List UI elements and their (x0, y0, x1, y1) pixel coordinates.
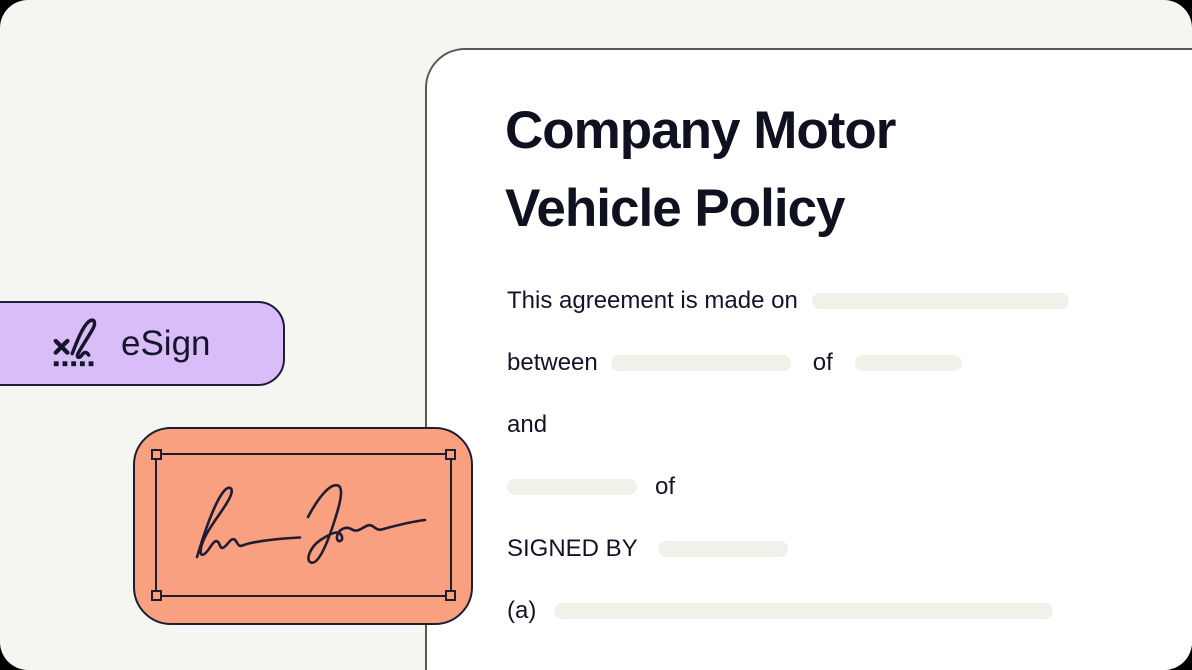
resize-handle-top-right[interactable] (445, 449, 456, 460)
esign-badge-label: eSign (121, 323, 211, 363)
resize-handle-top-left[interactable] (151, 449, 162, 460)
signature-selection-outline (151, 449, 456, 601)
document-line-5: SIGNED BY (507, 533, 788, 565)
document-line-3: and (507, 409, 547, 441)
document-title-line1: Company Motor (505, 101, 896, 160)
placeholder-field-location[interactable] (854, 355, 962, 371)
document-line-2: between of (507, 347, 962, 379)
document-line-1: This agreement is made on (507, 285, 1069, 317)
placeholder-field-signer-name[interactable] (657, 541, 788, 557)
resize-handle-bottom-left[interactable] (151, 590, 162, 601)
placeholder-field-party[interactable] (610, 355, 791, 371)
body-text: of (655, 473, 676, 500)
document-card: Company Motor Vehicle Policy This agreem… (425, 48, 1192, 670)
signature-field[interactable] (133, 427, 473, 625)
document-title-line2: Vehicle Policy (505, 179, 846, 238)
body-text: This agreement is made on (507, 287, 798, 314)
document-line-6: (a) (507, 595, 1054, 627)
document-line-4: of (507, 471, 675, 503)
body-text: (a) (507, 597, 537, 624)
esign-badge: eSign (0, 301, 285, 386)
placeholder-field-date[interactable] (811, 293, 1069, 309)
body-text: and (507, 411, 548, 438)
placeholder-field-clause[interactable] (554, 603, 1054, 619)
handwritten-signature (187, 477, 427, 577)
document-title: Company Motor Vehicle Policy (505, 92, 896, 248)
body-text: of (812, 349, 833, 376)
body-text: between (507, 349, 598, 376)
signature-icon (48, 312, 108, 375)
resize-handle-bottom-right[interactable] (445, 590, 456, 601)
body-text: SIGNED BY (507, 535, 638, 562)
placeholder-field-party2[interactable] (507, 479, 637, 495)
